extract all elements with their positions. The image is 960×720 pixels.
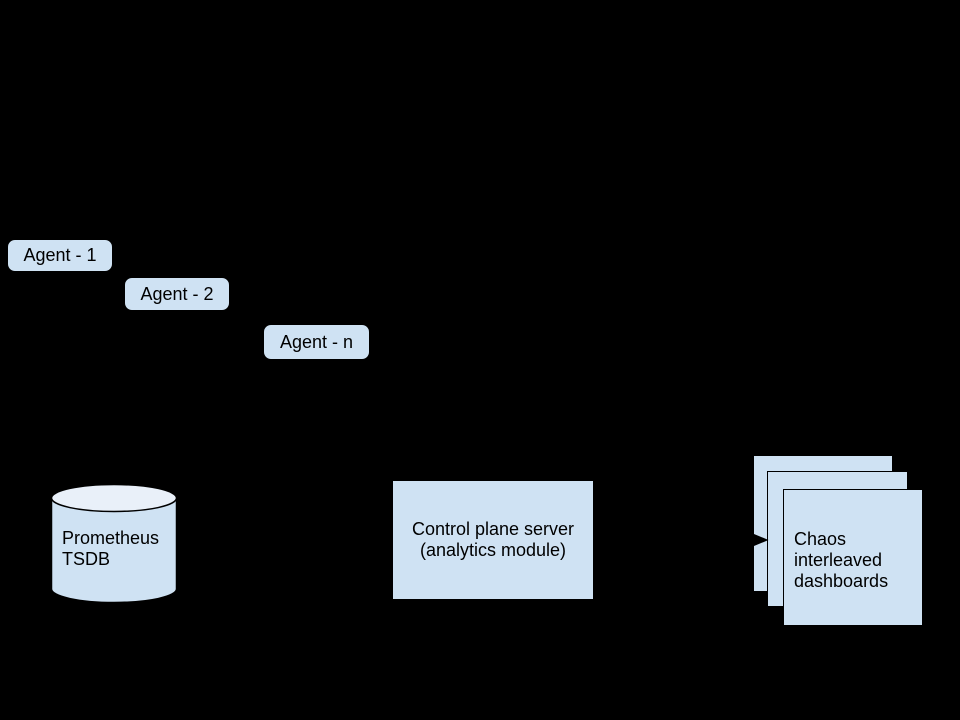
node-control-plane: Control plane server (analytics module) xyxy=(393,481,593,599)
node-agent-1-label: Agent - 1 xyxy=(23,245,97,265)
node-agent-2: Agent - 2 xyxy=(124,277,230,311)
arrowhead-right-icon xyxy=(754,534,769,546)
node-agent-2-label: Agent - 2 xyxy=(140,283,214,304)
node-control-plane-label: Control plane server (analytics module) xyxy=(411,519,575,560)
arrow-control-plane-to-dashboards xyxy=(593,534,769,546)
node-chaos-dashboards-label: Chaos interleaved dashboards xyxy=(794,529,889,591)
node-agent-n: Agent - n xyxy=(263,324,370,360)
node-agent-n-label: Agent - n xyxy=(279,331,354,352)
node-chaos-dashboards: Chaos interleaved dashboards xyxy=(783,489,923,626)
database-cylinder-shape xyxy=(50,483,178,604)
node-prometheus-tsdb-label: Prometheus TSDB xyxy=(62,528,160,569)
cylinder-body xyxy=(50,498,178,604)
node-agent-1: Agent - 1 xyxy=(7,239,113,272)
node-prometheus-tsdb: Prometheus TSDB xyxy=(50,483,178,604)
cylinder-top xyxy=(50,483,178,513)
